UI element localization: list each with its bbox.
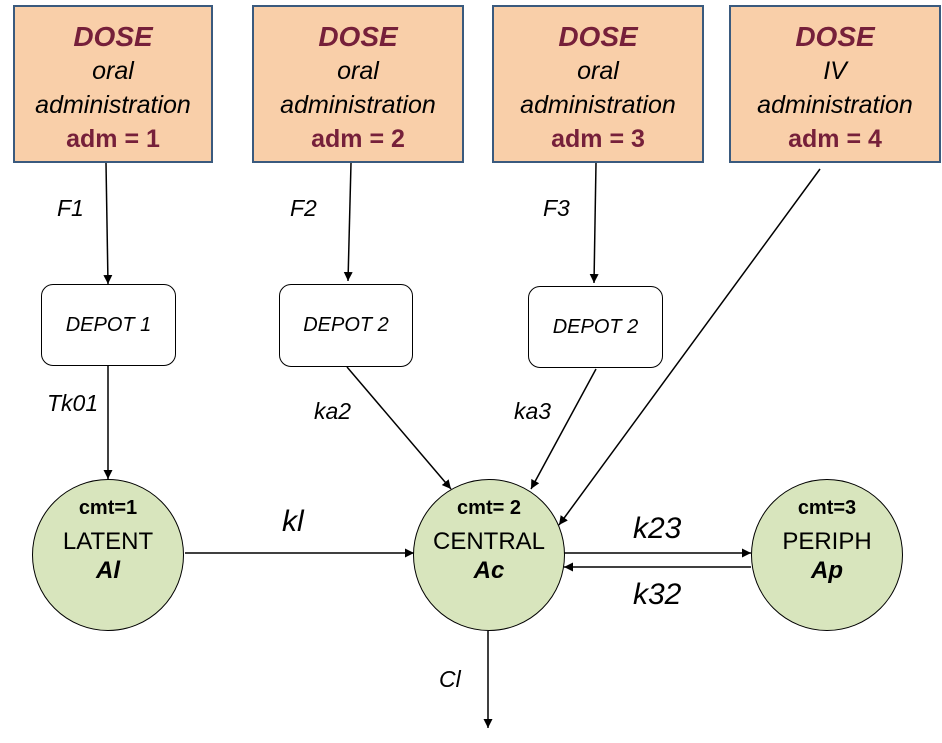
dose-title: DOSE bbox=[558, 21, 638, 52]
dose-adm: adm = 1 bbox=[66, 125, 160, 153]
compartment-id: cmt=1 bbox=[78, 497, 138, 519]
depot-2: DEPOT 2 bbox=[279, 284, 413, 367]
dose-box-adm-2: DOSE oral administration adm = 2 bbox=[252, 5, 464, 163]
dose-title: DOSE bbox=[318, 21, 398, 52]
label-ka2: ka2 bbox=[314, 398, 352, 424]
label-ka3: ka3 bbox=[514, 398, 552, 424]
compartment-name: CENTRAL bbox=[432, 528, 546, 555]
dose-box-adm-4: DOSE IV administration adm = 4 bbox=[729, 5, 941, 163]
dose-route: oral bbox=[92, 57, 134, 85]
compartment-variable: Al bbox=[96, 557, 120, 584]
dose-route: oral bbox=[577, 57, 619, 85]
compartment-periph: cmt=3 PERIPH Ap bbox=[751, 479, 903, 631]
compartment-central: cmt= 2 CENTRAL Ac bbox=[413, 479, 565, 631]
dose-box-adm-1: DOSE oral administration adm = 1 bbox=[13, 5, 213, 163]
arrow-dose3-to-depot3 bbox=[589, 162, 599, 284]
dose-adm: adm = 3 bbox=[551, 125, 645, 153]
compartment-name: LATENT bbox=[62, 528, 154, 555]
label-f3: F3 bbox=[543, 195, 570, 221]
depot-3: DEPOT 2 bbox=[528, 286, 663, 368]
dose-admin: administration bbox=[35, 91, 191, 119]
arrow-dose2-to-depot2 bbox=[343, 162, 353, 282]
dose-admin: administration bbox=[757, 91, 913, 119]
label-f2: F2 bbox=[290, 195, 317, 221]
dose-admin: administration bbox=[280, 91, 436, 119]
dose-adm: adm = 4 bbox=[788, 125, 882, 153]
dose-adm: adm = 2 bbox=[311, 125, 405, 153]
arrow-dose4-to-central bbox=[558, 168, 821, 526]
dose-title: DOSE bbox=[73, 21, 153, 52]
dose-route: oral bbox=[337, 57, 379, 85]
compartment-latent: cmt=1 LATENT Al bbox=[32, 479, 184, 631]
arrow-depot2-to-central bbox=[346, 366, 452, 490]
dose-title: DOSE bbox=[795, 21, 875, 52]
label-cl: Cl bbox=[439, 666, 461, 692]
label-kl: kl bbox=[282, 505, 304, 538]
label-tk01: Tk01 bbox=[47, 390, 99, 416]
dose-route: IV bbox=[823, 57, 847, 85]
depot-1: DEPOT 1 bbox=[41, 284, 176, 366]
label-k23: k23 bbox=[633, 512, 682, 545]
label-k32: k32 bbox=[633, 578, 682, 611]
label-f1: F1 bbox=[57, 195, 84, 221]
compartment-id: cmt= 2 bbox=[457, 497, 521, 519]
compartment-variable: Ap bbox=[811, 557, 843, 584]
compartment-name: PERIPH bbox=[782, 528, 872, 555]
compartment-variable: Ac bbox=[473, 557, 505, 584]
dose-box-adm-3: DOSE oral administration adm = 3 bbox=[492, 5, 704, 163]
arrow-depot3-to-central bbox=[530, 368, 597, 490]
dose-admin: administration bbox=[520, 91, 676, 119]
arrow-dose1-to-depot1 bbox=[103, 162, 113, 285]
compartment-id: cmt=3 bbox=[797, 497, 857, 519]
